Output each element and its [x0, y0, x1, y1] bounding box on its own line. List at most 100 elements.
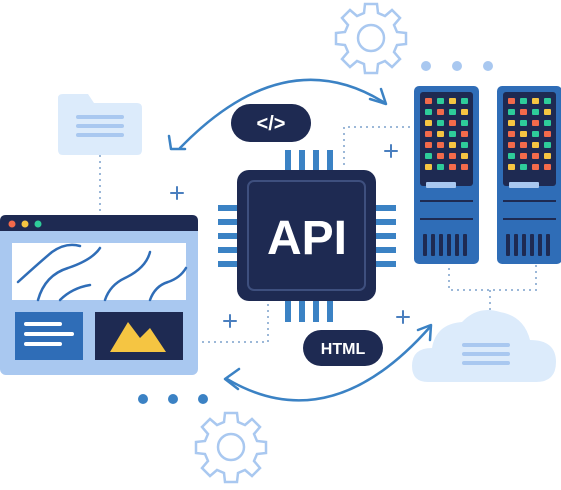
gear-icon: [194, 411, 268, 484]
server-led: [449, 164, 456, 170]
plus-icon: [384, 144, 398, 158]
arrow-bottom: [223, 323, 433, 402]
server-led: [508, 164, 515, 170]
code-tag-badge: </>: [231, 104, 311, 142]
html-label: HTML: [321, 341, 366, 358]
server-led: [532, 164, 539, 170]
dots-top-right: [421, 61, 493, 71]
gear-icon: [334, 2, 408, 75]
browser-window-icon: [0, 215, 198, 375]
server-led: [532, 131, 539, 137]
folder-icon: [58, 94, 142, 155]
plus-icon: [396, 310, 410, 324]
server-led: [461, 131, 468, 137]
connector-chip-browser: [198, 298, 269, 343]
server-led: [508, 153, 515, 159]
dotted-connectors: [99, 126, 537, 343]
server-led: [508, 142, 515, 148]
server-led: [461, 120, 468, 126]
server-led: [544, 142, 551, 148]
server-led: [532, 109, 539, 115]
server-led: [425, 164, 432, 170]
server-led: [437, 131, 444, 137]
server-led: [544, 98, 551, 104]
server-rack-icon: [414, 86, 479, 264]
server-led: [437, 120, 444, 126]
server-vent: [530, 234, 534, 256]
server-led: [532, 98, 539, 104]
server-led: [437, 109, 444, 115]
server-vent: [506, 234, 510, 256]
server-led: [425, 109, 432, 115]
server-led: [449, 98, 456, 104]
server-led: [425, 120, 432, 126]
server-led: [437, 153, 444, 159]
connector-servers: [448, 262, 537, 291]
server-vent: [514, 234, 518, 256]
dot-icon: [421, 61, 431, 71]
cloud-icon: [412, 309, 556, 382]
dot-icon: [138, 394, 148, 404]
window-minimize-dot: [21, 220, 29, 228]
server-led: [449, 142, 456, 148]
plus-icon: [170, 186, 184, 200]
api-chip: API: [218, 150, 396, 322]
server-led: [449, 120, 456, 126]
server-vent: [522, 234, 526, 256]
server-led: [532, 120, 539, 126]
server-led: [425, 98, 432, 104]
server-led: [544, 153, 551, 159]
code-tag-icon: </>: [257, 113, 286, 135]
server-led: [425, 142, 432, 148]
server-led: [449, 131, 456, 137]
server-led: [520, 164, 527, 170]
server-led: [461, 164, 468, 170]
map-panel: [12, 243, 188, 302]
server-vent: [431, 234, 435, 256]
server-vent: [546, 234, 550, 256]
dots-bottom-left: [138, 394, 208, 404]
server-led: [508, 120, 515, 126]
server-led: [437, 164, 444, 170]
connector-chip-server: [343, 126, 412, 165]
server-led: [437, 142, 444, 148]
server-led: [449, 153, 456, 159]
dot-icon: [168, 394, 178, 404]
server-led: [508, 98, 515, 104]
plus-icon: [223, 314, 237, 328]
text-panel: [15, 312, 83, 360]
server-led: [461, 153, 468, 159]
server-vent: [455, 234, 459, 256]
server-led: [508, 131, 515, 137]
server-led: [544, 164, 551, 170]
server-led: [449, 109, 456, 115]
server-rack-icon: [497, 86, 561, 264]
server-vent: [463, 234, 467, 256]
arrow-top: [167, 78, 388, 151]
server-led: [425, 153, 432, 159]
server-led: [520, 142, 527, 148]
server-vent: [423, 234, 427, 256]
server-led: [461, 109, 468, 115]
server-led: [425, 131, 432, 137]
server-led: [520, 120, 527, 126]
server-led: [544, 120, 551, 126]
server-led: [437, 98, 444, 104]
html-badge: HTML: [303, 330, 383, 366]
server-vent: [447, 234, 451, 256]
server-led: [520, 153, 527, 159]
server-vent: [538, 234, 542, 256]
dot-icon: [198, 394, 208, 404]
server-led: [508, 109, 515, 115]
server-led: [520, 109, 527, 115]
server-vent: [439, 234, 443, 256]
server-led: [461, 142, 468, 148]
chip-pins: [218, 150, 396, 322]
server-led: [544, 131, 551, 137]
server-led: [520, 98, 527, 104]
window-close-dot: [8, 220, 16, 228]
server-led: [544, 109, 551, 115]
dot-icon: [483, 61, 493, 71]
server-led: [520, 131, 527, 137]
